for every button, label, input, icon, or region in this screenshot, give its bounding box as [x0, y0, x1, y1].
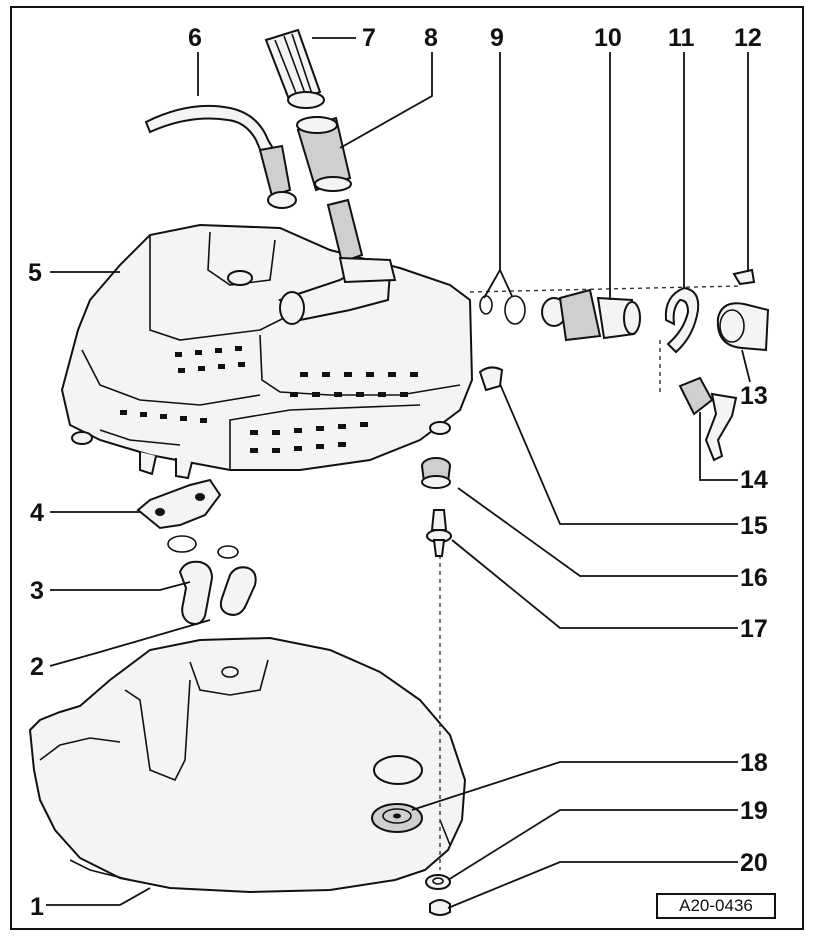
- sensor-clip: [678, 376, 738, 462]
- callout-4: 4: [30, 499, 44, 527]
- callout-14: 14: [740, 466, 768, 494]
- rubber-mount: [421, 457, 451, 489]
- reference-code: A20-0436: [656, 893, 776, 919]
- valve-body: [541, 288, 641, 342]
- retaining-clamp: [136, 478, 222, 530]
- callout-3: 3: [30, 577, 44, 605]
- callout-labels: 1 2 3 4 5 6 7 8 9 10 11 12 13 14 15 16 1…: [28, 24, 768, 921]
- callout-11: 11: [668, 24, 695, 52]
- callout-20: 20: [740, 849, 768, 877]
- o-ring-small: [479, 295, 493, 315]
- callout-13: 13: [740, 382, 768, 410]
- valve-axis: [469, 285, 741, 293]
- callout-10: 10: [594, 24, 622, 52]
- leader-lines: [46, 37, 751, 909]
- callout-9: 9: [490, 24, 504, 52]
- lower-shield: [28, 636, 467, 894]
- hose-clamp: [167, 535, 239, 559]
- retaining-ring: [664, 286, 700, 354]
- callout-16: 16: [740, 564, 768, 592]
- plug-cap: [478, 366, 504, 392]
- callout-2: 2: [30, 653, 44, 681]
- nut-washer: [425, 874, 451, 890]
- screw: [732, 268, 756, 286]
- callout-19: 19: [740, 797, 768, 825]
- callout-5: 5: [28, 259, 42, 287]
- vent-grid: [120, 346, 418, 453]
- callout-17: 17: [740, 615, 768, 643]
- filter-housing: [60, 223, 474, 480]
- connector-pipe: [278, 198, 397, 325]
- callout-12: 12: [734, 24, 762, 52]
- callout-18: 18: [740, 749, 768, 777]
- hose-elbow: [178, 560, 257, 625]
- callout-6: 6: [188, 24, 202, 52]
- vacuum-hose: [144, 104, 297, 209]
- cap-nut: [429, 899, 451, 916]
- filter-element: [296, 116, 352, 192]
- callout-8: 8: [424, 24, 438, 52]
- callout-1: 1: [30, 893, 44, 921]
- filter-cage: [264, 28, 325, 109]
- callout-15: 15: [740, 512, 768, 540]
- stud-bolt: [426, 509, 452, 557]
- o-ring-large: [504, 295, 526, 325]
- cover-cap: [716, 302, 770, 352]
- callout-7: 7: [362, 24, 376, 52]
